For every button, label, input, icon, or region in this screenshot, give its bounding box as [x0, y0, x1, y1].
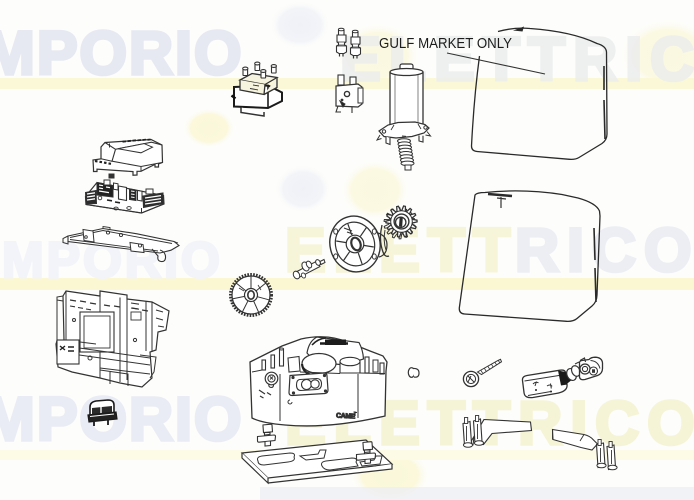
svg-text:CAME: CAME — [336, 413, 356, 421]
svg-text:RICO: RICO — [515, 216, 694, 284]
svg-text:MPORIO: MPORIO — [0, 385, 243, 453]
svg-text:GULF MARKET ONLY: GULF MARKET ONLY — [379, 36, 512, 52]
svg-text:MPORIO: MPORIO — [2, 232, 223, 288]
svg-text:MPORIO: MPORIO — [0, 19, 243, 87]
svg-text:ELETT: ELETT — [285, 216, 518, 284]
